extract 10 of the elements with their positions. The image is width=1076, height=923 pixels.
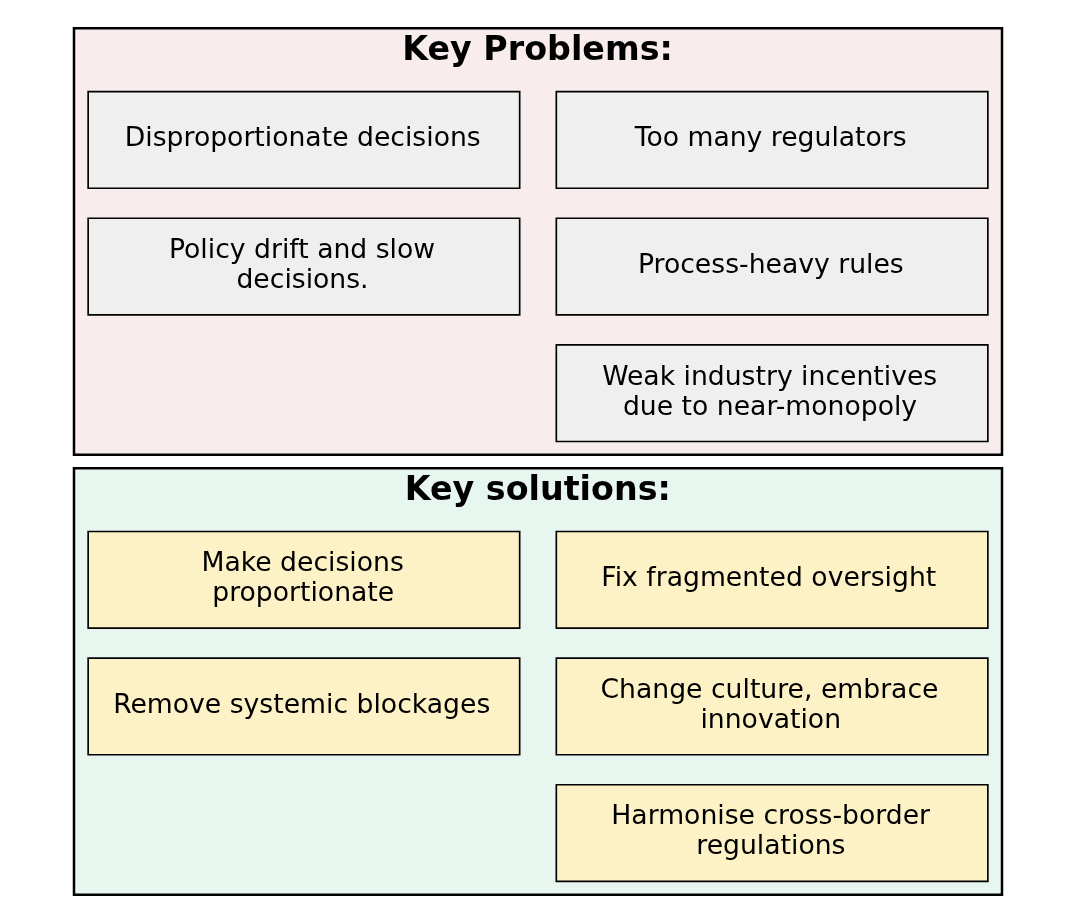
node-box: Remove systemic blockages [87,657,521,756]
node-box: Process-heavy rules [555,217,989,316]
node-box: Weak industry incentives due to near-monopoly [555,344,989,443]
node-box: Fix fragmented oversight [555,530,989,629]
node-box: Harmonise cross-border regulations [555,783,989,883]
node-box: Make decisions proportionate [87,530,521,629]
node-box: Change culture, embrace innovation [555,657,989,756]
node-box: Too many regulators [555,90,989,190]
node-box: Policy drift and slow decisions. [87,217,521,316]
node-box: Disproportionate decisions [87,90,521,190]
